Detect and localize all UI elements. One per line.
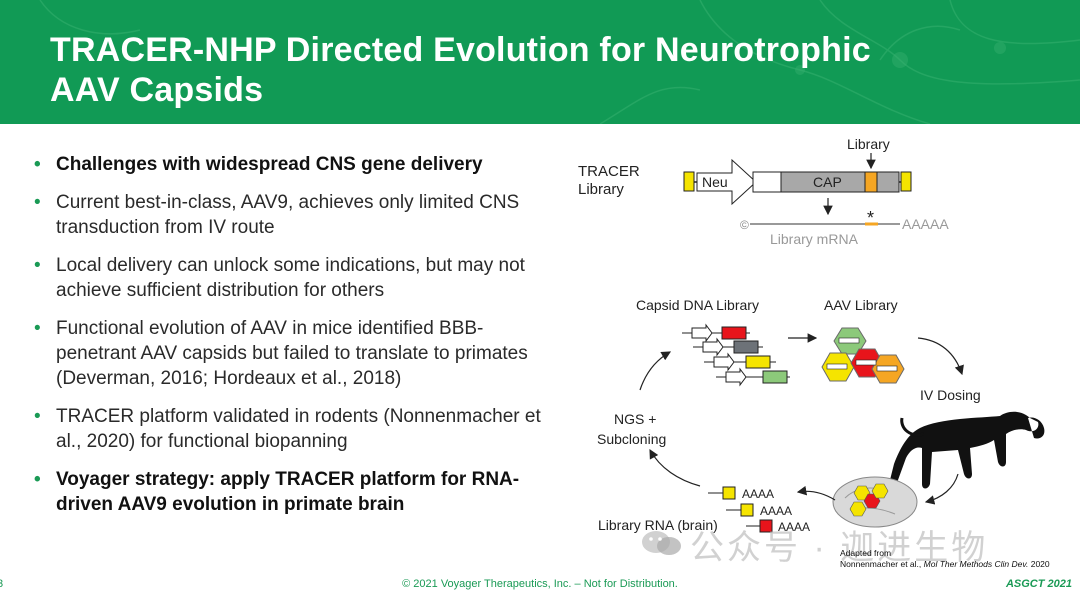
bullet-item: • Local delivery can unlock some indicati… xyxy=(34,253,554,303)
title-line-1: TRACER-NHP Directed Evolution for Neurot… xyxy=(50,31,871,69)
adapted-from-line: Adapted from xyxy=(840,548,892,558)
cap-gene-tail-box xyxy=(876,171,900,193)
rna-polya: AAAA xyxy=(742,487,774,501)
page-title: TRACER-NHP Directed Evolution for Neurot… xyxy=(50,30,1010,110)
bullet-text: Current best-in-class, AAV9, achieves on… xyxy=(56,192,520,238)
tracer-library-label: Library xyxy=(578,181,624,198)
bullet-dot: • xyxy=(34,469,41,490)
footer-conference: ASGCT 2021 xyxy=(1005,578,1072,590)
wechat-icon xyxy=(642,531,681,555)
capsid-dna-library-label: Capsid DNA Library xyxy=(636,297,759,313)
rna-polya: AAAA xyxy=(778,520,810,534)
adapted-from-citation: Adapted from Nonnenmacher et al., Mol Th… xyxy=(840,548,1050,570)
cycle-arrow-to-rna xyxy=(796,485,836,501)
iv-dosing-label: IV Dosing xyxy=(920,387,981,403)
mrna-star: * xyxy=(867,208,874,228)
neu-promoter-arrow xyxy=(696,158,757,206)
citation-line: Nonnenmacher et al., Mol Ther Methods Cl… xyxy=(840,559,1050,570)
aav-capsid-hexagons xyxy=(821,327,905,384)
bullet-item: • Challenges with widespread CNS gene del… xyxy=(34,152,554,177)
library-rna-label: Library RNA (brain) xyxy=(598,517,718,533)
bullet-list: • Challenges with widespread CNS gene del… xyxy=(34,152,554,530)
citation-journal: Mol Ther Methods Clin Dev. xyxy=(923,559,1029,569)
footer-copyright: © 2021 Voyager Therapeutics, Inc. – Not … xyxy=(402,578,678,590)
cycle-arrow-to-iv xyxy=(917,337,964,376)
bullet-text: Challenges with widespread CNS gene deli… xyxy=(56,154,483,175)
library-rna-transcripts: AAAA AAAA AAAA xyxy=(708,486,810,534)
itr-box-left xyxy=(683,171,695,192)
monkey-tail xyxy=(900,417,925,437)
library-mrna-label: Library mRNA xyxy=(770,231,859,247)
bullet-dot: • xyxy=(34,318,41,339)
cycle-arrow-to-dna xyxy=(639,351,672,391)
neuron-background-pattern xyxy=(39,0,1080,124)
bullet-text: Local delivery can unlock some indicatio… xyxy=(56,255,525,301)
subcloning-label: Subcloning xyxy=(597,431,666,447)
title-banner: TRACER-NHP Directed Evolution for Neurot… xyxy=(0,0,1080,124)
citation-authors: Nonnenmacher et al., xyxy=(840,559,924,569)
bullet-item: • Current best-in-class, AAV9, achieves o… xyxy=(34,190,554,240)
bullet-item: • Functional evolution of AAV in mice ide… xyxy=(34,316,554,391)
watermark-text: 公众号 · 迦进生物 xyxy=(690,529,989,567)
capsid-dna-plasmids xyxy=(682,323,790,387)
library-insert-box xyxy=(864,171,878,193)
cycle-arrow-to-brain xyxy=(924,473,959,505)
rna-polya: AAAA xyxy=(760,504,792,518)
mrna-polya: AAAAA xyxy=(902,216,949,232)
tracer-library-label: TRACER xyxy=(578,163,640,180)
bullet-text: Functional evolution of AAV in mice iden… xyxy=(56,318,528,389)
citation-year: 2020 xyxy=(1028,559,1050,569)
bullet-item: • Voyager strategy: apply TRACER platform… xyxy=(34,467,554,517)
mrna-cap-symbol: © xyxy=(740,218,749,232)
brain-icon xyxy=(832,476,918,528)
page-number: 3 xyxy=(0,578,4,590)
library-insert-label: Library xyxy=(847,136,890,152)
bullet-text: TRACER platform validated in rodents (No… xyxy=(56,406,541,452)
ngs-label: NGS + xyxy=(614,411,656,427)
title-line-2: AAV Capsids xyxy=(50,71,264,109)
itr-box-right xyxy=(900,171,912,192)
tracer-diagram: TRACER Library Library Neu CAP © * AAAAA… xyxy=(578,136,1045,534)
bullet-item: • TRACER platform validated in rodents (N… xyxy=(34,404,554,454)
bullet-dot: • xyxy=(34,406,41,427)
intron-box xyxy=(752,171,782,193)
bullet-dot: • xyxy=(34,192,41,213)
cycle-arrow-to-ngs xyxy=(649,448,701,487)
monkey-silhouette xyxy=(890,411,1045,489)
bullet-text: Voyager strategy: apply TRACER platform … xyxy=(56,469,520,515)
bullet-dot: • xyxy=(34,154,41,175)
neu-promoter-label: Neu xyxy=(702,174,728,190)
cap-gene-label: CAP xyxy=(813,174,842,190)
aav-library-label: AAV Library xyxy=(824,297,898,313)
bullet-dot: • xyxy=(34,255,41,276)
